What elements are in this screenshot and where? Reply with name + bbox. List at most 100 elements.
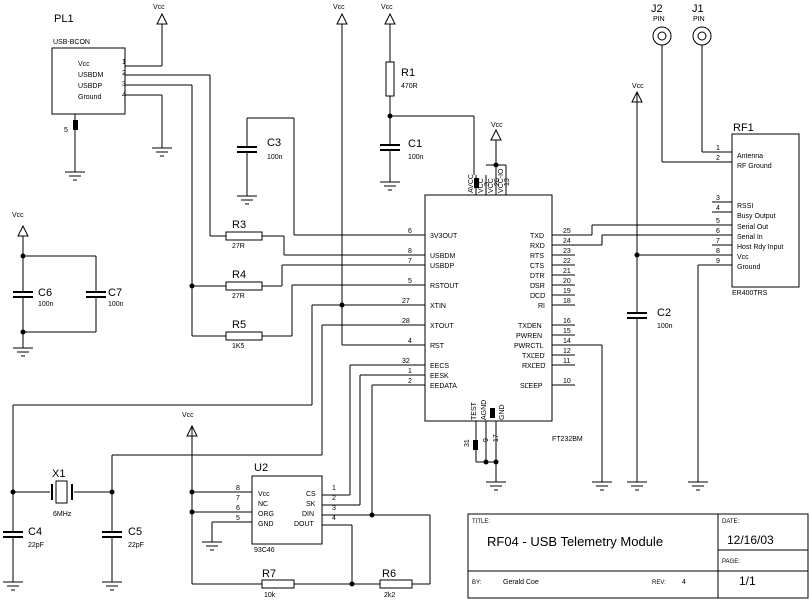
rf1-pin-name: RSSI — [737, 203, 753, 210]
ft-pin-name: RXLED — [522, 363, 545, 370]
pl1-pin-name: Vcc — [78, 61, 90, 68]
c4-value: 22pF — [28, 542, 44, 549]
u2-pin-num: 6 — [236, 505, 240, 512]
schematic-date: 12/16/03 — [727, 533, 774, 547]
ft-pin-num: 20 — [563, 278, 571, 285]
ground-symbol — [13, 347, 33, 357]
pl1-pin-num: 3 — [122, 81, 126, 88]
ft-pin-num: 7 — [408, 258, 412, 265]
c2-ref: C2 — [657, 307, 671, 319]
ft-pin-name: SLEEP — [520, 383, 543, 390]
u2-pin-num: 2 — [332, 495, 336, 502]
c1-value: 100n — [408, 154, 424, 161]
title-block: TITLE: RF04 - USB Telemetry Module DATE:… — [467, 513, 809, 599]
ft-bottom-pin-marker — [473, 440, 478, 450]
pl1-ref: PL1 — [54, 13, 74, 25]
ground-symbol — [380, 181, 400, 191]
u2-pin-name: GND — [258, 521, 274, 528]
ground-symbol — [3, 581, 23, 591]
pin-j2: J2 PIN — [651, 3, 672, 46]
ft-pin-name: EEDATA — [430, 383, 457, 390]
ft-pin-num: 25 — [563, 228, 571, 235]
ground-symbol — [486, 481, 506, 491]
pl1-pin-num: 4 — [122, 92, 126, 99]
capacitor-c2: C2 100n — [627, 307, 673, 482]
ft-pin-name: EESK — [430, 373, 449, 380]
ft-pin-num: 32 — [402, 358, 410, 365]
r4-ref: R4 — [232, 269, 246, 281]
ic-ft232bm: 3V3OUT USBDM USBDP RSTOUT XTIN XTOUT RST… — [402, 168, 583, 450]
ft-pin-num: 26 — [494, 178, 501, 186]
ft-pin-name: RTS — [530, 253, 544, 260]
pl1-pin-num: 2 — [122, 70, 126, 77]
by-label: BY: — [472, 580, 482, 586]
ft-pin-name: TXDEN — [518, 323, 542, 330]
rf1-pin-name: Ground — [737, 264, 760, 271]
ground-symbol — [237, 195, 257, 205]
r5-value: 1K5 — [232, 343, 245, 350]
capacitor-c3: C3 100n — [237, 118, 283, 196]
ft-pin-num: 1 — [408, 368, 412, 375]
ground-symbol — [102, 581, 122, 591]
ft-pin-num: 13 — [504, 178, 511, 186]
ft-pin-num: 22 — [563, 258, 571, 265]
capacitor-c6: C6 100n — [13, 287, 54, 308]
ft-pin-num: 10 — [563, 378, 571, 385]
ft-pin-num: 23 — [563, 248, 571, 255]
ft-pin-name: XTIN — [430, 303, 446, 310]
ground-symbol — [688, 481, 708, 491]
ft-pin-name: VCC — [488, 178, 495, 193]
ft-pin-num: 2 — [408, 378, 412, 385]
pl1-part: USB-BCON — [53, 39, 90, 46]
ft-pin-num: 28 — [402, 318, 410, 325]
vcc-label: Vcc — [381, 4, 393, 11]
ft-pin-name: VCC-IO — [498, 168, 505, 193]
ft-pin-name: DCD — [530, 293, 545, 300]
u2-pin-name: DIN — [302, 511, 314, 518]
ft-pin-name: TXLED — [522, 353, 545, 360]
ft-pin-name: AGND — [481, 400, 488, 420]
pin-j1: J1 PIN — [692, 3, 712, 46]
pl1-pin-name: Ground — [78, 94, 101, 101]
rf-module-rf1: RF1 ER400TRS Antenna RF Ground RSSI Busy… — [712, 122, 800, 297]
pl1-pin-name: USBDM — [78, 72, 103, 79]
rf1-pin-name: Host Rdy Input — [737, 244, 783, 251]
resistor-r7: R7 10k — [261, 568, 295, 599]
rf1-pin-num: 4 — [716, 205, 720, 212]
r7-value: 10k — [264, 592, 276, 599]
capacitor-c1: C1 100n — [380, 138, 424, 182]
ft-pin-name: TEST — [471, 401, 478, 420]
capacitor-c7: C7 100n — [86, 287, 124, 308]
pl1-pin-num: 1 — [122, 59, 126, 66]
ft-pin-num: 24 — [563, 238, 571, 245]
ground-symbol — [152, 147, 172, 157]
rf1-pin-num: 1 — [716, 145, 720, 152]
c2-value: 100n — [657, 323, 673, 330]
rev-label: REV: — [652, 580, 666, 586]
u2-pin-num: 8 — [236, 485, 240, 492]
ft-pin-num: 8 — [408, 248, 412, 255]
rf1-pin-num: 5 — [716, 218, 720, 225]
ft-pin-name: DTR — [530, 273, 544, 280]
u2-ref: U2 — [254, 462, 268, 474]
rf1-pin-num: 6 — [716, 228, 720, 235]
ft-pin-num: 21 — [563, 268, 571, 275]
j1-label: PIN — [693, 16, 705, 23]
c5-value: 22pF — [128, 542, 144, 549]
vcc-label: Vcc — [153, 4, 165, 11]
x1-ref: X1 — [52, 468, 65, 480]
ft-pin-num: 12 — [563, 348, 571, 355]
c1-ref: C1 — [408, 138, 422, 150]
u2-pin-name: CS — [306, 491, 316, 498]
rf1-ref: RF1 — [733, 122, 754, 134]
resistor-r1: R1 470R — [385, 61, 418, 97]
vcc-label: Vcc — [632, 83, 644, 90]
rf1-pin-num: 8 — [716, 248, 720, 255]
vcc-symbol: Vcc — [153, 4, 168, 25]
ft232-part: FT232BM — [552, 436, 583, 443]
ft-pin-name: PWREN — [516, 333, 542, 340]
rf1-pin-name: RF Ground — [737, 163, 772, 170]
ft-pin-num: 15 — [563, 328, 571, 335]
r6-value: 2k2 — [384, 592, 395, 599]
